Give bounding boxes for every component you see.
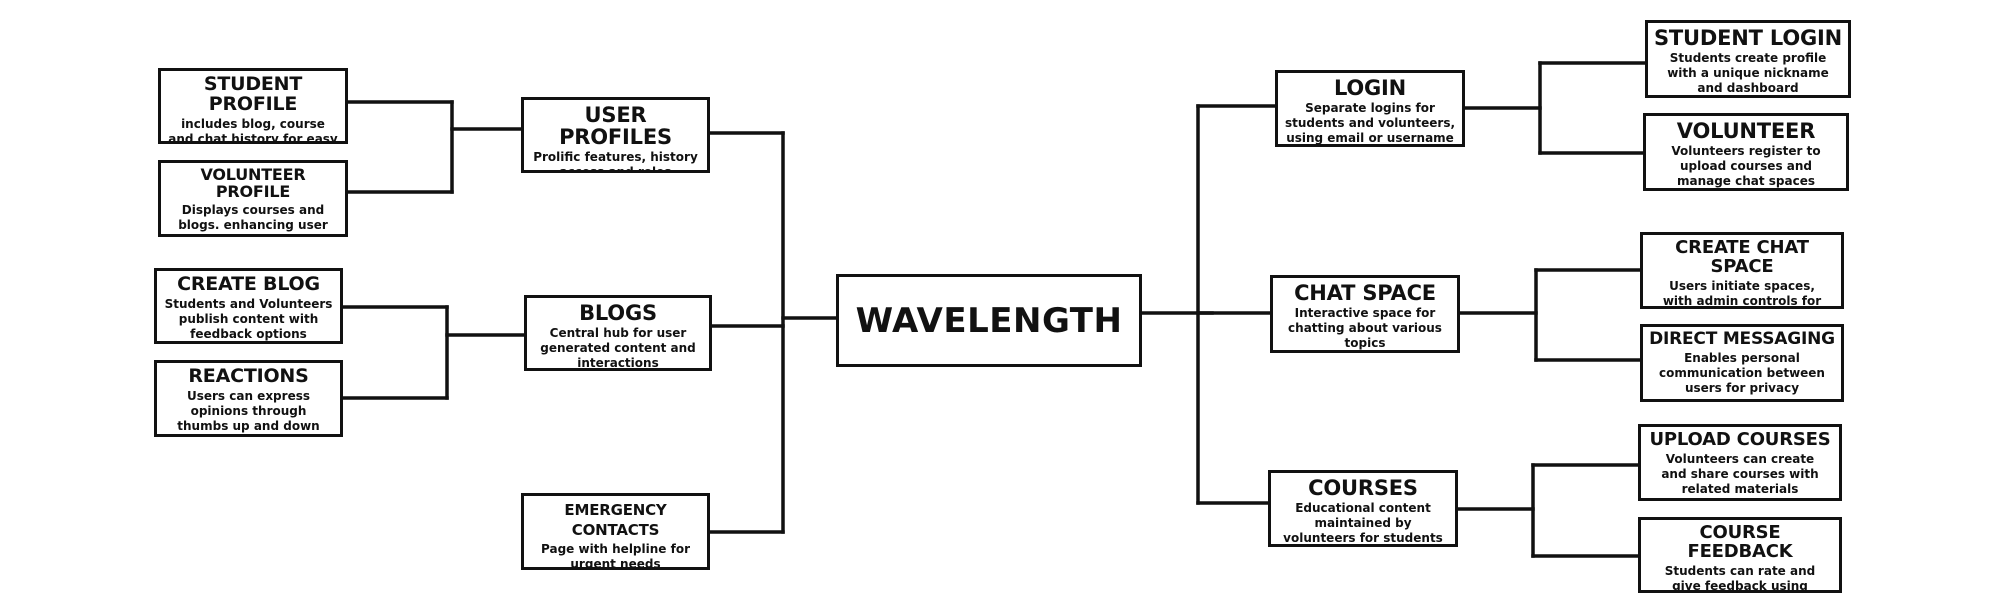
node-login: LOGIN Separate logins for students and v… bbox=[1275, 70, 1465, 147]
node-emergency-contacts: EMERGENCY CONTACTS Page with helpline fo… bbox=[521, 493, 710, 570]
node-courses: COURSES Educational content maintained b… bbox=[1268, 470, 1458, 547]
node-description: Volunteers register to upload courses an… bbox=[1671, 144, 1821, 189]
node-description: Educational content maintained by volunt… bbox=[1283, 501, 1443, 546]
node-direct-messaging: DIRECT MESSAGING Enables personal commun… bbox=[1640, 324, 1844, 402]
node-create-chat-space: CREATE CHAT SPACE Users initiate spaces,… bbox=[1640, 232, 1844, 309]
node-title: COURSES bbox=[1308, 476, 1418, 500]
node-upload-courses: UPLOAD COURSES Volunteers can create and… bbox=[1638, 424, 1842, 501]
node-title: CHAT SPACE bbox=[1294, 281, 1436, 305]
node-description: Students create profile with a unique ni… bbox=[1667, 51, 1829, 96]
node-title: BLOGS bbox=[579, 301, 657, 325]
node-student-profile: STUDENT PROFILE includes blog, course an… bbox=[158, 68, 348, 144]
node-title: VOLUNTEER PROFILE bbox=[200, 165, 306, 201]
node-chat-space: CHAT SPACE Interactive space for chattin… bbox=[1270, 275, 1460, 353]
node-create-blog: CREATE BLOG Students and Volunteers publ… bbox=[154, 268, 343, 344]
node-title: DIRECT MESSAGING bbox=[1649, 329, 1835, 349]
node-title: USER PROFILES bbox=[559, 103, 672, 150]
node-description: Central hub for user generated content a… bbox=[540, 326, 696, 371]
node-user-profiles: USER PROFILES Prolific features, history… bbox=[521, 97, 710, 173]
center-node: WAVELENGTH bbox=[836, 274, 1142, 367]
center-title: WAVELENGTH bbox=[855, 300, 1123, 341]
node-course-feedback: COURSE FEEDBACK Students can rate and gi… bbox=[1638, 517, 1842, 593]
node-title: VOLUNTEER bbox=[1676, 119, 1816, 143]
node-description: includes blog, course and chat history f… bbox=[168, 116, 338, 144]
node-description: Students and Volunteers publish content … bbox=[164, 296, 333, 341]
node-title: COURSE FEEDBACK bbox=[1687, 522, 1793, 562]
node-title: REACTIONS bbox=[188, 365, 309, 387]
node-description: Users initiate spaces, with admin contro… bbox=[1662, 278, 1822, 308]
node-description: Enables personal communication between u… bbox=[1659, 350, 1825, 395]
node-title: STUDENT LOGIN bbox=[1654, 26, 1842, 50]
node-volunteer: VOLUNTEER Volunteers register to upload … bbox=[1643, 113, 1849, 191]
node-title: STUDENT PROFILE bbox=[203, 73, 303, 115]
node-description: Users can express opinions through thumb… bbox=[177, 388, 320, 433]
node-description: Displays courses and blogs. enhancing us… bbox=[170, 202, 336, 234]
node-description: Volunteers can create and share courses … bbox=[1661, 451, 1819, 496]
node-description: Students can rate and give feedback usin… bbox=[1664, 563, 1816, 593]
node-description: Prolific features, history access and ro… bbox=[533, 150, 698, 173]
node-title: EMERGENCY CONTACTS bbox=[564, 501, 667, 539]
node-title: UPLOAD COURSES bbox=[1649, 429, 1831, 450]
node-description: Interactive space for chatting about var… bbox=[1288, 306, 1442, 351]
node-student-login: STUDENT LOGIN Students create profile wi… bbox=[1645, 20, 1851, 98]
node-title: CREATE CHAT SPACE bbox=[1675, 237, 1809, 277]
node-title: LOGIN bbox=[1333, 76, 1407, 100]
node-title: CREATE BLOG bbox=[177, 273, 320, 295]
node-blogs: BLOGS Central hub for user generated con… bbox=[524, 295, 712, 371]
node-description: Separate logins for students and volunte… bbox=[1284, 101, 1456, 146]
node-volunteer-profile: VOLUNTEER PROFILE Displays courses and b… bbox=[158, 160, 348, 237]
node-description: Page with helpline for urgent needs bbox=[541, 542, 690, 570]
node-reactions: REACTIONS Users can express opinions thr… bbox=[154, 360, 343, 437]
